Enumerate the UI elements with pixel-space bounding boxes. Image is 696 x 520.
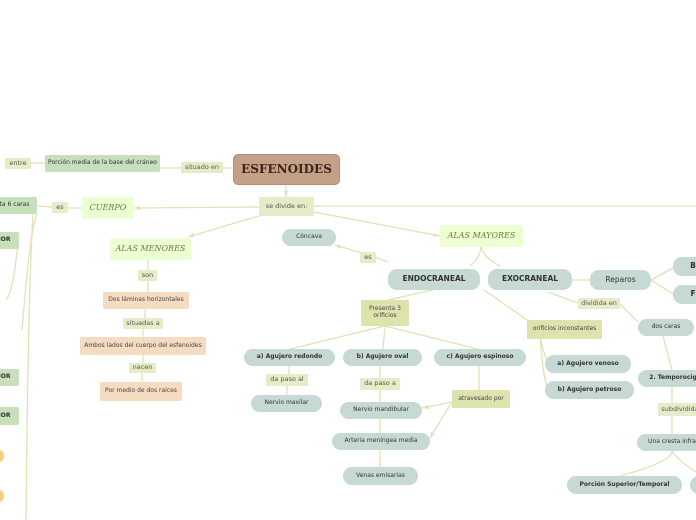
dos-caras-node: dos caras [638, 319, 694, 336]
inconstantes-node: orificios inconstantes [527, 320, 602, 339]
agujero-venoso-node: a) Agujero venoso [545, 355, 631, 373]
es-link: es [52, 202, 68, 213]
left-circle-1 [0, 449, 4, 463]
right-edge-node [690, 476, 696, 494]
presenta-orificios-node: Presenta 3 orificios [361, 300, 409, 326]
porcion-superior-node: Porción Superior/Temporal [567, 476, 682, 494]
porcion-media-node: Porción media de la base del cráneo [45, 155, 160, 172]
da-paso-al-link: da paso al [266, 374, 308, 386]
nervio-maxilar-node: Nervio maxilar [251, 395, 322, 412]
reparo-f-node: F [673, 285, 696, 304]
agujero-petroso-node: b) Agujero petroso [545, 381, 634, 399]
atravesado-node: atravesado por [452, 390, 510, 408]
ambos-lados-node: Ambos lados del cuerpo del esfenoides [80, 337, 206, 355]
nervio-mandibular-node: Nervio mandibular [340, 402, 422, 419]
exocraneal-node: EXOCRANEAL [488, 269, 572, 290]
entre-link: entre [5, 158, 31, 169]
raices-node: Por medio de dos raíces [100, 382, 182, 401]
left-circle-2 [0, 489, 4, 503]
agujero-oval-node: b) Agujero oval [343, 349, 422, 366]
root-node: ESFENOIDES [234, 155, 339, 184]
left-node-2: IOR [0, 369, 19, 386]
alas-menores-node: ALAS MENORES [110, 238, 191, 260]
situado-link: situado en [181, 162, 223, 173]
arteria-meningea-node: Arteria meníngea media [332, 433, 430, 450]
cresta-node: Una cresta infra [637, 434, 696, 451]
concava-node: Cóncava [282, 229, 336, 246]
dividida-link: dividida en [578, 298, 620, 309]
left-node-1: IOR [0, 232, 19, 249]
alas-mayores-node: ALAS MAYORES [440, 225, 523, 247]
left-node-3: IOR [0, 407, 19, 425]
reparos-node: Reparos [590, 270, 651, 290]
cuerpo-node: CUERPO [82, 197, 134, 219]
divide-label: se divide en: [259, 197, 314, 216]
nacen-link: nacen [129, 363, 156, 373]
agujero-espinoso-node: c) Agujero espinoso [434, 349, 526, 366]
es-link-2: es [360, 252, 376, 263]
seis-caras-node: ta 6 caras [0, 197, 37, 214]
temporocigomatica-node: 2. Temporocig [638, 370, 696, 387]
subdividida-link: subdividida [658, 403, 696, 416]
laminas-node: Dos láminas horizontales [103, 292, 189, 309]
da-paso-a-link: da paso a [360, 378, 400, 390]
son-link: son [138, 270, 157, 281]
agujero-redondo-node: a) Agujero redondo [244, 349, 335, 366]
venas-emisarias-node: Venas emisarias [343, 467, 418, 485]
endocraneal-node: ENDOCRANEAL [388, 269, 480, 290]
situadas-link: situadas a [123, 318, 163, 329]
reparo-b-node: B [673, 257, 696, 276]
